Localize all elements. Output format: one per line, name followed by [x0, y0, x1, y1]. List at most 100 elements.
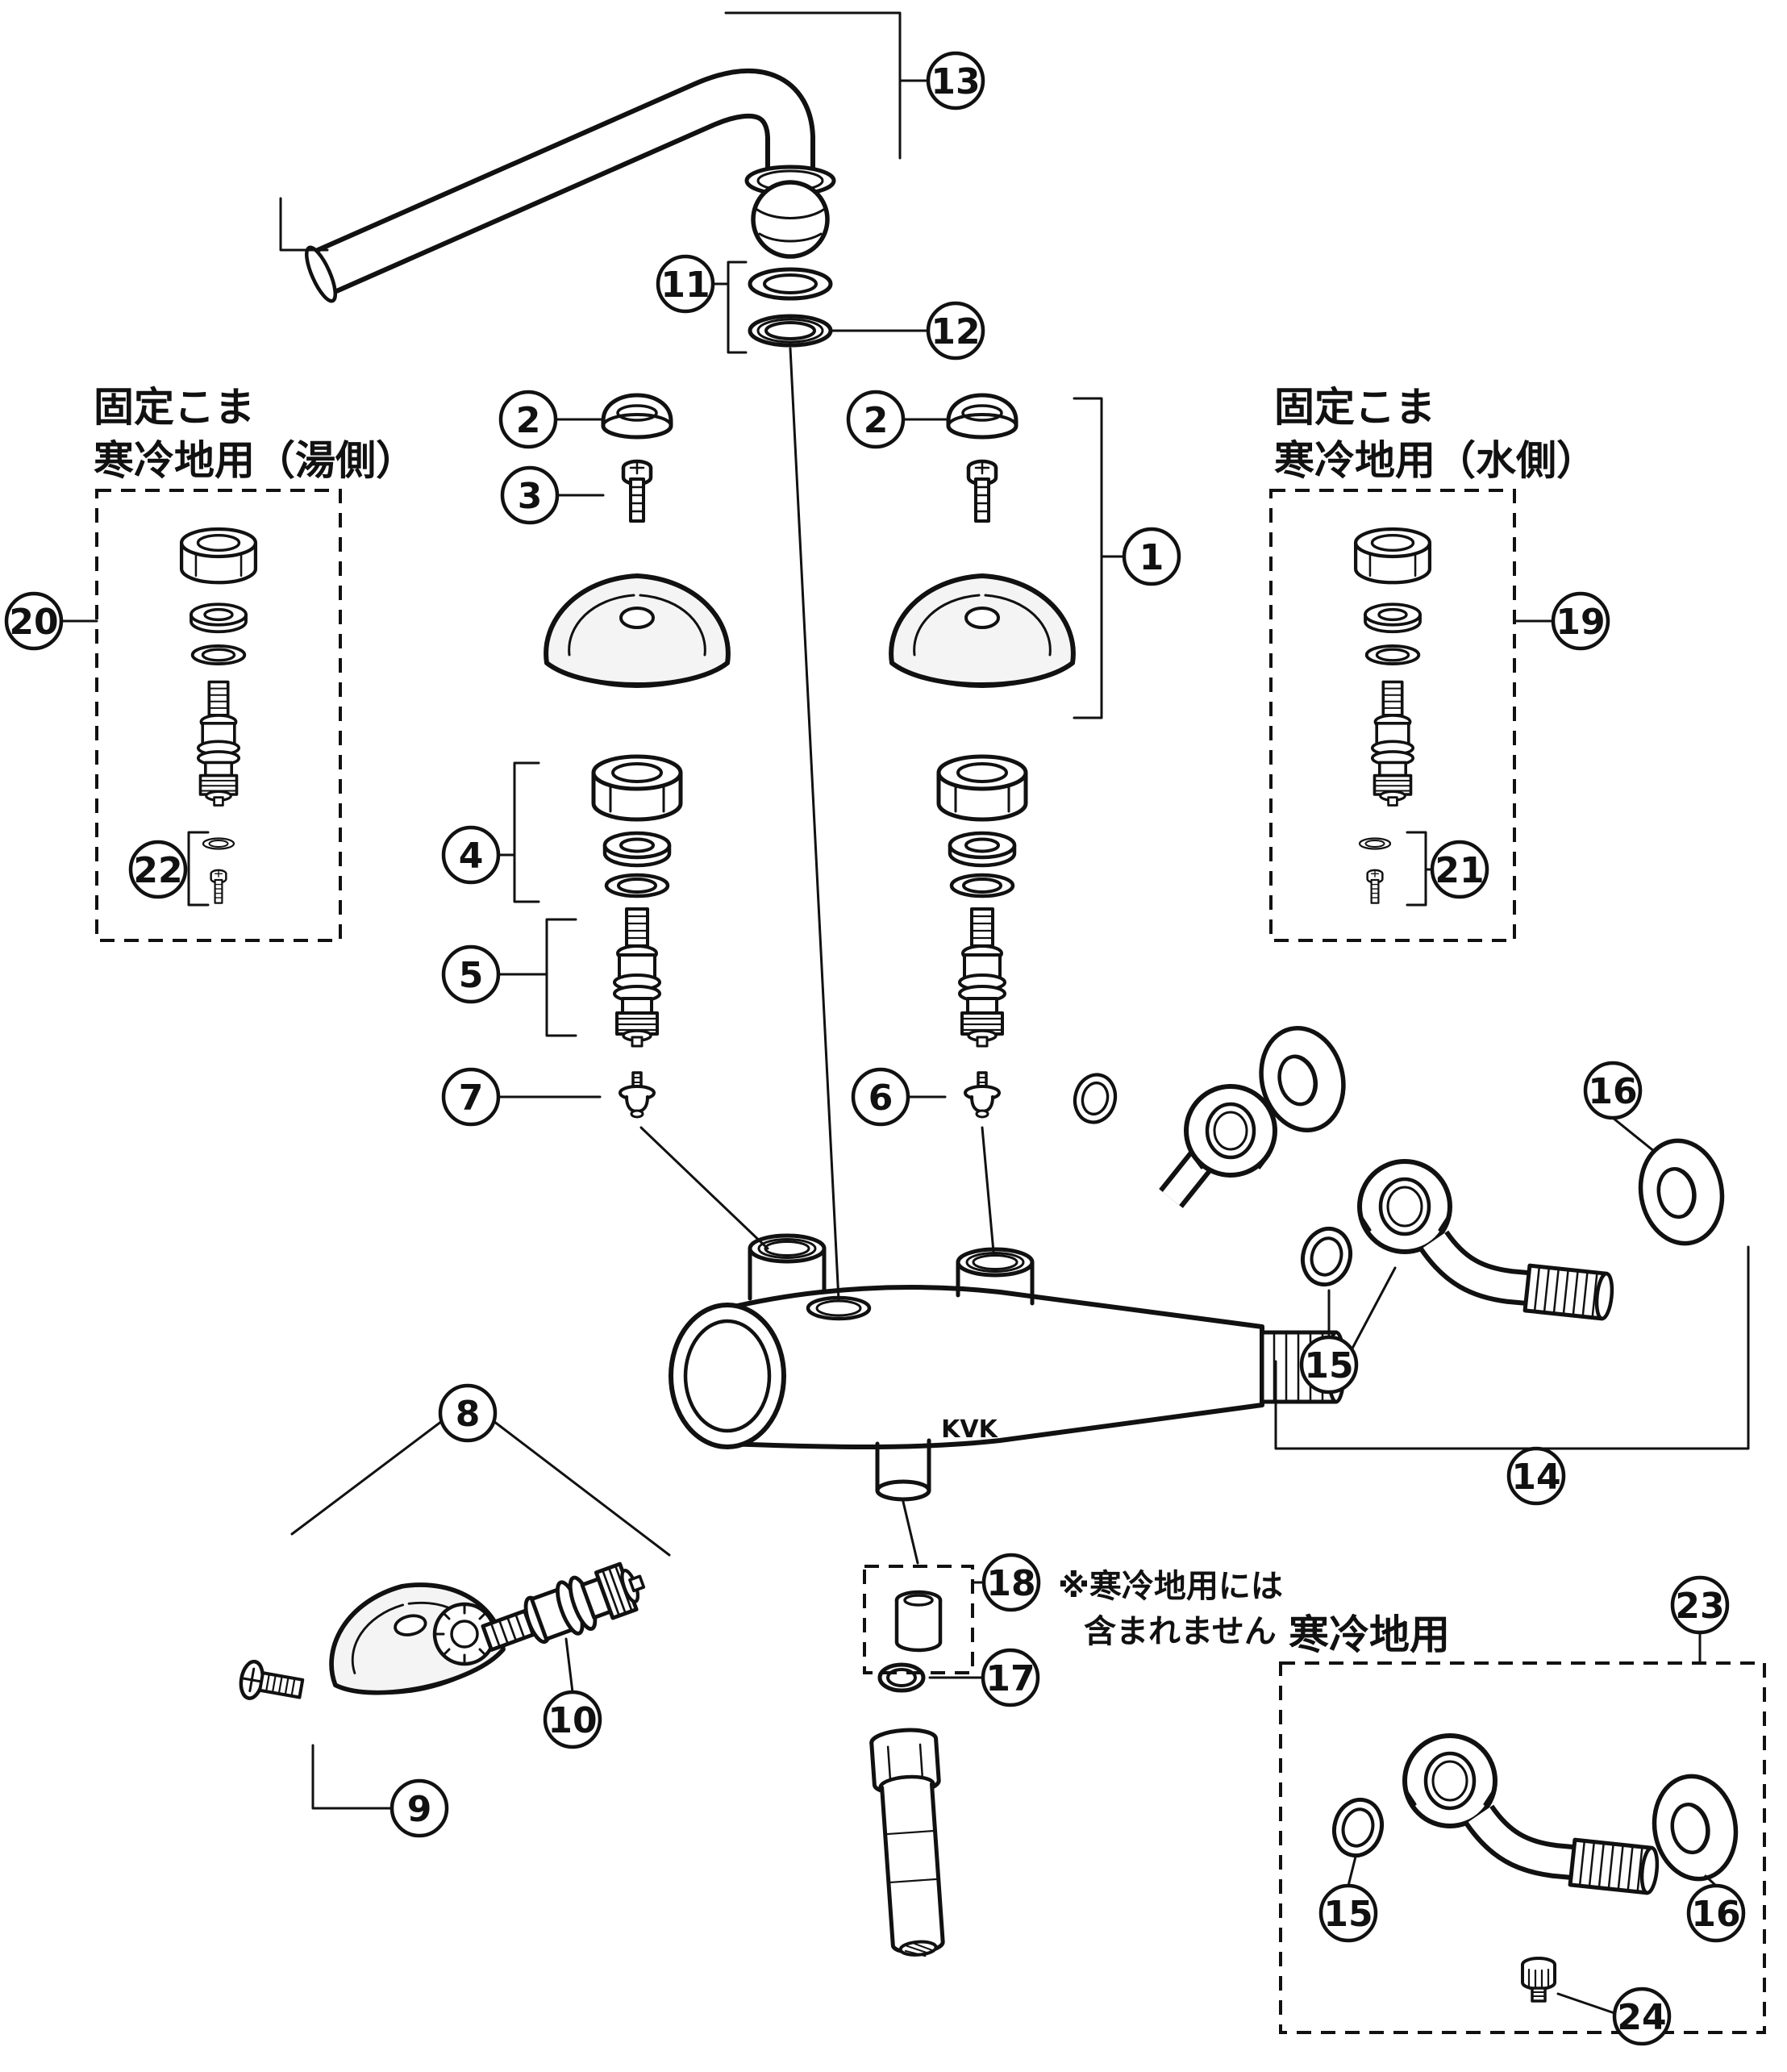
callout-1: 1	[1122, 527, 1181, 586]
callout-circle	[1583, 1061, 1643, 1120]
callout-number: 5	[459, 955, 484, 996]
callout-number: 19	[1556, 602, 1605, 643]
callout-circle	[1122, 527, 1181, 586]
body-brand: KVK	[941, 1415, 998, 1444]
callout-3: 3	[500, 465, 560, 525]
callout-number: 13	[931, 61, 980, 102]
callout-number: 10	[548, 1700, 597, 1741]
callout-16-top: 16	[1583, 1061, 1643, 1120]
leader-line	[1406, 831, 1427, 907]
dashed-box-cold-region	[1279, 1661, 1766, 2034]
callout-16-box: 16	[1686, 1883, 1746, 1943]
callout-number: 1	[1139, 537, 1164, 578]
callout-15-box: 15	[1318, 1883, 1378, 1943]
fixed-koma-cold-line2: 寒冷地用（水側）	[1274, 437, 1597, 484]
part-2-cap-right	[948, 395, 1016, 437]
callout-number: 18	[986, 1563, 1035, 1604]
handle-left	[546, 576, 728, 687]
leader-line	[981, 1126, 995, 1253]
callout-14: 14	[1506, 1446, 1566, 1506]
callout-17: 17	[981, 1648, 1040, 1707]
callout-number: 11	[660, 265, 710, 306]
callout-circle	[389, 1778, 449, 1838]
callout-circle	[543, 1690, 602, 1749]
note-line2: 含まれません	[1084, 1613, 1277, 1650]
callout-number: 2	[864, 400, 889, 441]
callout-number: 21	[1435, 850, 1484, 891]
leader-line	[1274, 1245, 1750, 1450]
callout-8: 8	[438, 1383, 498, 1443]
part-1-handle-right	[891, 576, 1073, 687]
leader-line	[513, 761, 540, 903]
part-2-cap-left	[603, 395, 671, 437]
callout-22: 22	[128, 840, 188, 899]
callout-number: 17	[985, 1658, 1035, 1699]
part-6-ballscrew	[964, 1071, 1001, 1119]
labels-layer: 固定こま寒冷地用（湯側）固定こま寒冷地用（水側）寒冷地用※寒冷地用には含まれませ…	[94, 384, 1597, 1658]
leader-line	[311, 1744, 394, 1810]
callout-circle	[1686, 1883, 1746, 1943]
callout-11: 11	[656, 254, 715, 314]
dashed-boxes-layer	[95, 489, 1766, 2034]
leader-line	[1556, 1992, 1616, 2015]
part-3-screw-left	[623, 461, 651, 521]
dashed-box-hot-side	[95, 489, 342, 942]
callout-4: 4	[441, 825, 501, 885]
spindle-right	[958, 907, 1006, 1048]
callout-circle	[1670, 1575, 1730, 1635]
callout-circle	[1299, 1335, 1359, 1395]
callout-number: 16	[1691, 1894, 1740, 1935]
callout-2-left: 2	[498, 390, 558, 449]
callout-24: 24	[1612, 1987, 1672, 2046]
leader-line	[279, 197, 329, 252]
callout-19: 19	[1551, 591, 1610, 651]
callout-6: 6	[851, 1067, 910, 1127]
callout-number: 6	[869, 1078, 894, 1119]
callout-12: 12	[926, 301, 985, 361]
callout-10: 10	[543, 1690, 602, 1749]
callout-circle	[926, 301, 985, 361]
callout-number: 24	[1617, 1997, 1666, 2038]
part-aerator-pipe	[869, 1728, 945, 1957]
part-1-screw-right	[968, 461, 996, 521]
callout-circle	[926, 51, 985, 110]
callout-number: 15	[1304, 1345, 1353, 1386]
leader-line	[1347, 1855, 1357, 1887]
callout-circle	[981, 1553, 1041, 1612]
callout-9: 9	[389, 1778, 449, 1838]
part-13-spout	[304, 68, 836, 303]
part-4-washer-thick-left	[605, 833, 669, 865]
cold-region-box-label: 寒冷地用	[1289, 1611, 1450, 1658]
part-7-ballscrew	[619, 1071, 656, 1119]
nut-right	[939, 757, 1026, 819]
callout-23: 23	[1670, 1575, 1730, 1635]
callout-circle	[438, 1383, 498, 1443]
washer-thick-right	[950, 833, 1014, 865]
callout-number: 22	[133, 850, 182, 891]
leader-line	[724, 11, 902, 160]
leader-line	[187, 831, 210, 907]
callout-circle	[1318, 1883, 1378, 1943]
wall-union	[1070, 1019, 1354, 1208]
part-11-washers	[748, 267, 833, 301]
fixed-koma-hot-line2: 寒冷地用（湯側）	[94, 437, 416, 484]
leader-line	[727, 261, 748, 354]
callout-circle	[981, 1648, 1040, 1707]
callout-number: 12	[931, 311, 980, 352]
leader-line	[564, 1637, 574, 1694]
washer-flat-right	[952, 875, 1013, 896]
part-12-ring	[748, 314, 833, 348]
part-18-adapter	[894, 1590, 943, 1653]
part-4-nut-left	[594, 757, 681, 819]
leader-line	[789, 347, 840, 1302]
part-19-assembly	[1356, 529, 1430, 904]
leader-lines-layer	[60, 11, 1750, 2015]
leader-line	[290, 1420, 444, 1536]
part-9-handle	[318, 1569, 509, 1707]
part-5-spindle-left	[613, 907, 661, 1048]
leader-line	[545, 918, 577, 1037]
callout-number: 2	[516, 400, 541, 441]
callout-number: 8	[456, 1394, 481, 1435]
callout-circle	[498, 390, 558, 449]
